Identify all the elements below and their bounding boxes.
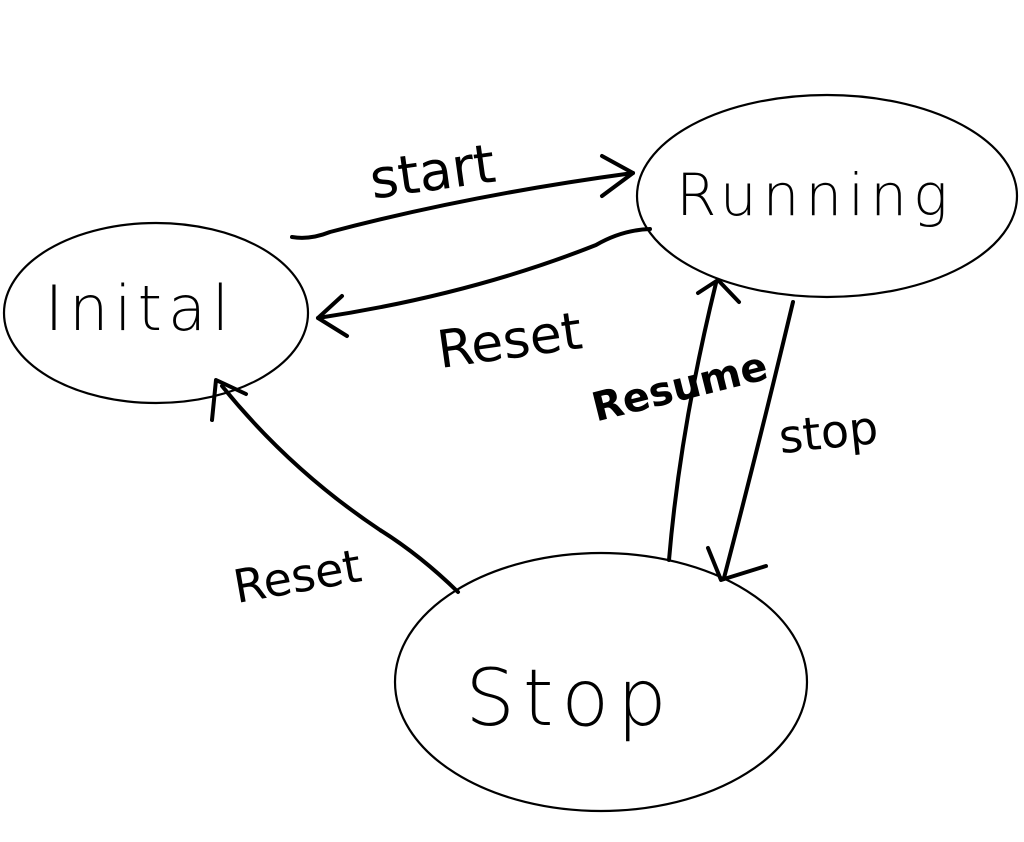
edge-resume-label: Resume: [587, 343, 772, 431]
state-running-outline: [635, 93, 1019, 299]
edge-reset-stop-initial-arrowhead: [210, 378, 248, 422]
state-initial: Inital: [2, 221, 310, 405]
state-running: Running: [635, 93, 1019, 299]
edge-stop-arrowhead: [706, 546, 768, 582]
edge-resume: Resume: [587, 278, 772, 562]
edge-reset-running-initial-arrowhead: [316, 294, 349, 338]
edge-stop-label: stop: [776, 400, 880, 464]
state-initial-label: Inital: [45, 272, 235, 345]
state-stop-label: Stop: [465, 654, 674, 744]
edge-stop: stop: [706, 300, 881, 582]
state-stop: Stop: [393, 551, 809, 813]
edge-start-line: [290, 171, 635, 240]
edge-stop-line: [722, 300, 795, 580]
state-initial-outline: [2, 221, 310, 405]
edge-resume-arrowhead: [696, 278, 741, 304]
edge-reset-running-initial: Reset: [316, 227, 652, 381]
edge-reset-stop-initial-line: [220, 384, 460, 594]
edge-reset-stop-initial: Reset: [210, 378, 460, 614]
state-stop-outline: [393, 551, 809, 813]
edge-start: start: [290, 132, 635, 240]
edge-start-arrowhead: [600, 154, 635, 198]
edge-reset-running-initial-line: [316, 227, 652, 320]
edge-reset-stop-initial-label: Reset: [229, 538, 365, 613]
edge-resume-line: [667, 281, 718, 562]
edge-reset-running-initial-label: Reset: [434, 301, 586, 381]
state-running-label: Running: [676, 161, 954, 229]
